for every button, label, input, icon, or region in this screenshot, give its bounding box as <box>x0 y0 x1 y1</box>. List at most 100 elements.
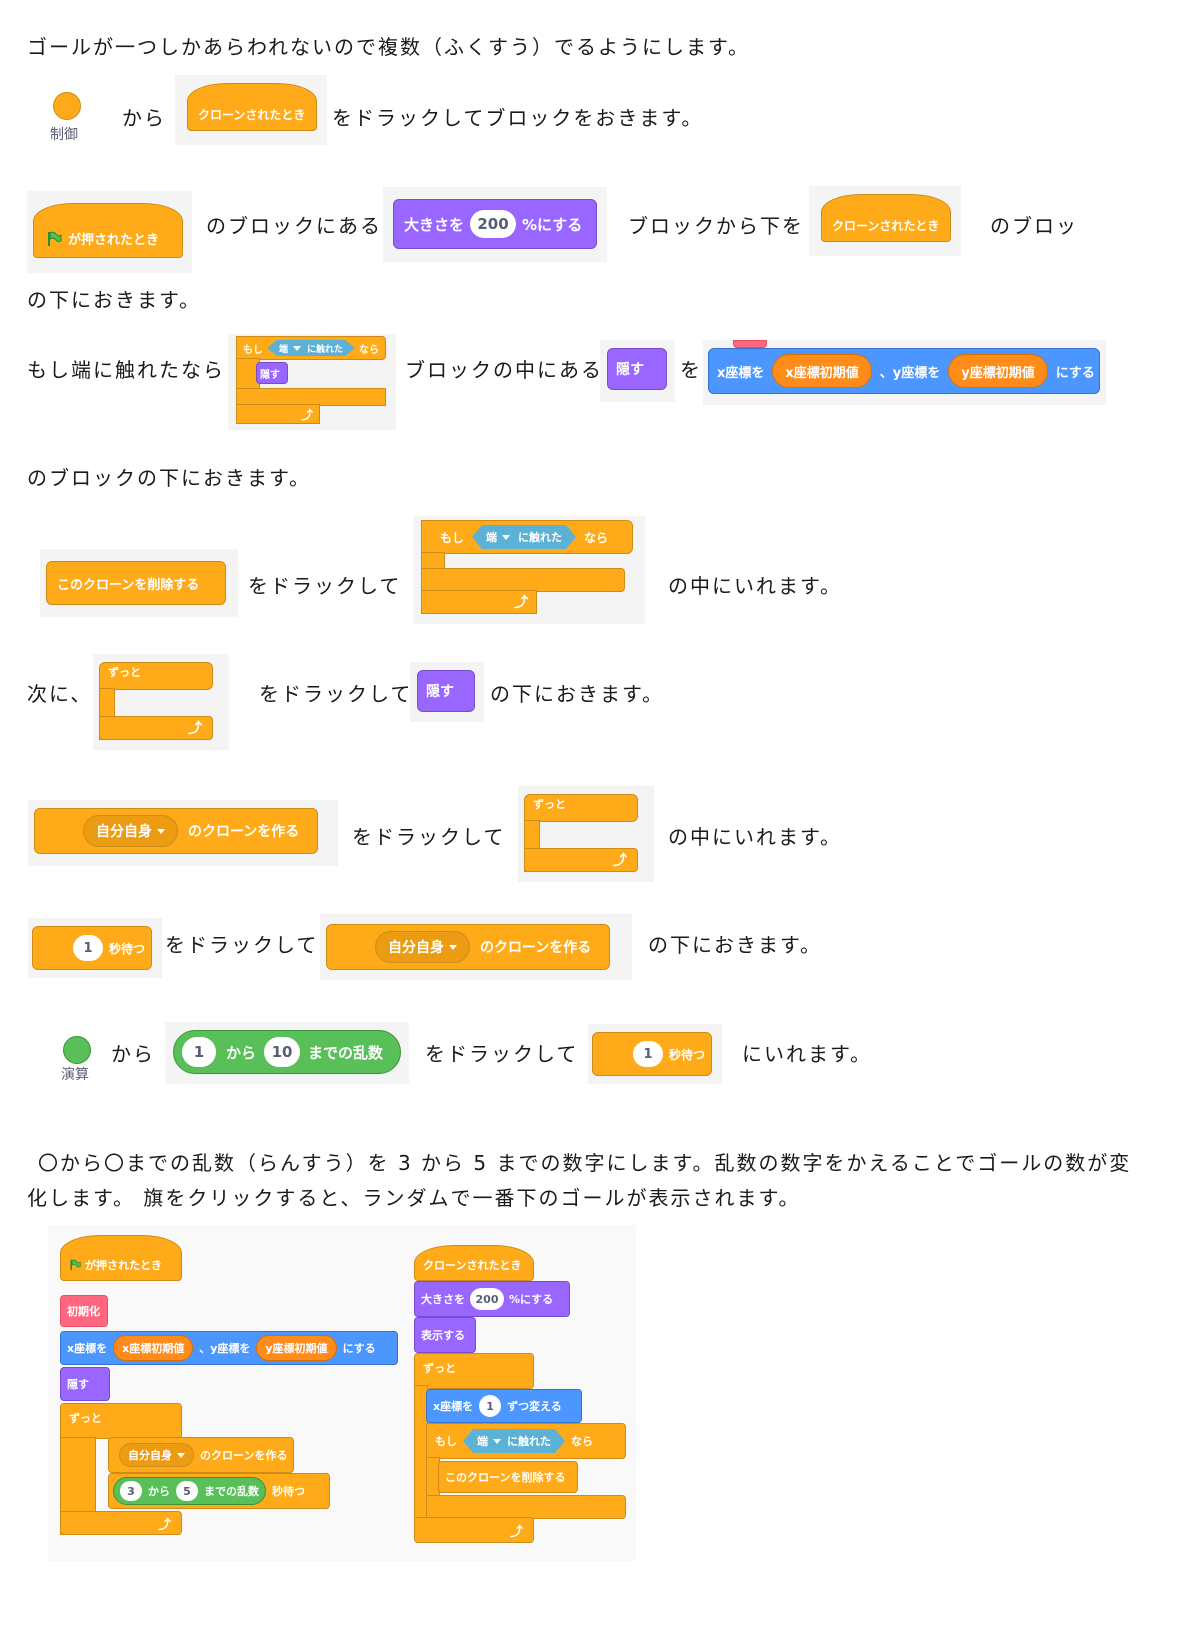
wait-block: 1 秒待つ <box>32 926 152 970</box>
wo-text: を <box>680 358 702 382</box>
delete-clone-block: このクローンを削除する <box>46 561 226 605</box>
script-delete-clone[interactable]: このクローンを削除する <box>438 1461 578 1493</box>
script-hide[interactable]: 隠す <box>60 1367 110 1401</box>
script-wait[interactable]: 3 から 5 までの乱数 秒待つ <box>108 1473 330 1509</box>
script-random-to[interactable]: 5 <box>176 1481 198 1501</box>
dropdown-arrow-icon <box>449 944 457 950</box>
script-change-x-label: x座標を <box>433 1400 474 1413</box>
block-in-text: のブロックにある <box>206 214 382 238</box>
y-init-variable[interactable]: y座標初期値 <box>948 354 1048 388</box>
script-set-size[interactable]: 大きさを 200 %にする <box>414 1281 570 1317</box>
hide-block: 隠す <box>607 348 667 390</box>
loop-arrow-icon: ⤴ <box>524 848 638 872</box>
script-if[interactable]: もし 端に触れた なら <box>426 1423 626 1459</box>
create-clone-block: 自分自身 のクローンを作る <box>34 808 318 854</box>
dropdown-arrow-icon <box>157 828 165 834</box>
if-bottom-2 <box>421 568 625 592</box>
touching-edge-condition[interactable]: 端 に触れた <box>267 340 355 356</box>
clone-target-dropdown[interactable]: 自分自身 <box>83 815 178 847</box>
random-from-input[interactable]: 1 <box>182 1037 216 1067</box>
script-when-flag[interactable]: が押されたとき <box>60 1235 182 1281</box>
touching-edge-condition-2[interactable]: 端に触れた <box>472 525 576 549</box>
place-below-text-3: の下におきます。 <box>490 682 664 706</box>
script-goto-suffix: にする <box>342 1342 376 1355</box>
script-create-clone[interactable]: 自分自身 のクローンを作る <box>108 1437 294 1473</box>
block-image-create-clone: 自分自身 のクローンを作る <box>28 800 338 866</box>
script-when-clone[interactable]: クローンされたとき <box>414 1245 534 1281</box>
wait-label-2: 秒待つ <box>669 1047 706 1062</box>
set-size-label: 大きさを <box>404 215 465 234</box>
block-image-delete-clone: このクローンを削除する <box>40 549 238 617</box>
block-image-when-flag: が押されたとき <box>27 191 192 273</box>
script-random-from-label: から <box>148 1485 170 1498</box>
block-image-create-clone-2: 自分自身 のクローンを作る <box>320 914 632 980</box>
random-explain-line2: 化します。 旗をクリックすると、ランダムで一番下のゴールが表示されます。 <box>27 1186 801 1210</box>
init-block-edge <box>733 340 767 348</box>
dropdown-arrow-icon <box>493 1439 501 1444</box>
script-goto-y-label: 、y座標を <box>199 1342 251 1355</box>
then-label: なら <box>359 344 380 356</box>
size-value-input[interactable]: 200 <box>470 210 517 238</box>
goto-y-label: 、y座標を <box>879 365 941 381</box>
set-size-block: 大きさを 200 %にする <box>393 199 597 249</box>
script-show[interactable]: 表示する <box>414 1317 476 1353</box>
goto-xy-block: x座標を x座標初期値 、y座標を y座標初期値 にする <box>708 348 1100 394</box>
put-inside-text-2: の中にいれます。 <box>668 825 842 849</box>
intro-text: ゴールが一つしかあらわれないので複数（ふくすう）でるようにします。 <box>27 35 750 59</box>
wait-seconds-input-2[interactable]: 1 <box>633 1041 663 1067</box>
script-wait-label: 秒待つ <box>272 1485 305 1498</box>
myself-option: 自分自身 <box>96 824 152 840</box>
script-when-flag-label: が押されたとき <box>85 1259 162 1272</box>
x-init-variable[interactable]: x座標初期値 <box>772 354 872 388</box>
script-y-init[interactable]: y座標初期値 <box>256 1335 337 1361</box>
script-area: が押されたとき 初期化 x座標を x座標初期値 、y座標を y座標初期値 にする… <box>48 1225 636 1561</box>
script-size-value[interactable]: 200 <box>470 1288 504 1310</box>
control-category-icon[interactable] <box>53 92 81 120</box>
myself-option-2: 自分自身 <box>388 940 444 956</box>
random-to-input[interactable]: 10 <box>264 1037 301 1067</box>
script-goto-x-label: x座標を <box>67 1342 108 1355</box>
from-block-text: ブロックから下を <box>628 214 804 238</box>
random-block: 1 から 10 までの乱数 <box>173 1030 401 1074</box>
edge-option: 端 <box>279 344 289 355</box>
drag-text-4: をドラックして <box>352 825 506 849</box>
block-end-text: のブロッ <box>990 214 1078 238</box>
place-below-text-2: のブロックの下におきます。 <box>27 466 311 490</box>
create-clone-block-2: 自分自身 のクローンを作る <box>326 924 610 970</box>
clone-target-dropdown-2[interactable]: 自分自身 <box>375 931 470 963</box>
block-image-random: 1 から 10 までの乱数 <box>165 1022 409 1084</box>
script-touching-edge[interactable]: 端に触れた <box>463 1429 565 1453</box>
from-text: から <box>122 106 166 130</box>
operators-category-icon[interactable] <box>63 1036 91 1064</box>
script-forever[interactable]: ずっと <box>60 1403 182 1439</box>
script-goto-xy[interactable]: x座標を x座標初期値 、y座標を y座標初期値 にする <box>60 1331 398 1365</box>
wait-seconds-input[interactable]: 1 <box>73 935 103 961</box>
script-change-x[interactable]: x座標を 1 ずつ変える <box>426 1389 582 1423</box>
block-image-hide-2: 隠す <box>410 662 484 722</box>
loop-arrow-icon: ⤴ <box>414 1517 534 1543</box>
script-create-clone-label: のクローンを作る <box>200 1449 288 1462</box>
script-change-x-value[interactable]: 1 <box>479 1395 502 1417</box>
operators-category-label: 演算 <box>61 1067 89 1083</box>
script-change-x-suffix: ずつ変える <box>507 1400 562 1413</box>
goto-suffix: にする <box>1055 365 1095 381</box>
then-label-2: なら <box>584 530 609 545</box>
wait-block-2: 1 秒待つ <box>592 1032 712 1076</box>
touching-label: に触れた <box>307 344 344 355</box>
if-label-2: もし <box>440 530 465 545</box>
block-image-set-size: 大きさを 200 %にする <box>383 187 607 262</box>
script-x-init[interactable]: x座標初期値 <box>113 1335 194 1361</box>
script-myself: 自分自身 <box>128 1449 172 1462</box>
script-random[interactable]: 3 から 5 までの乱数 <box>113 1477 266 1505</box>
block-image-when-clone: クローンされたとき <box>175 75 327 145</box>
script-clone-target[interactable]: 自分自身 <box>119 1443 194 1467</box>
hide-block-small: 隠す <box>256 362 288 384</box>
script-init-block[interactable]: 初期化 <box>60 1295 108 1327</box>
loop-arrow-icon: ⤴ <box>99 716 213 740</box>
green-flag-icon <box>69 1259 81 1271</box>
script-if-bottom <box>426 1495 626 1519</box>
random-explain-line1: 〇から〇までの乱数（らんすう）を 3 から 5 までの数字にします。乱数の数字を… <box>38 1151 1132 1175</box>
touching-label-2: に触れた <box>518 531 563 544</box>
script-random-from[interactable]: 3 <box>120 1481 142 1501</box>
script-forever-2[interactable]: ずっと <box>414 1353 534 1389</box>
